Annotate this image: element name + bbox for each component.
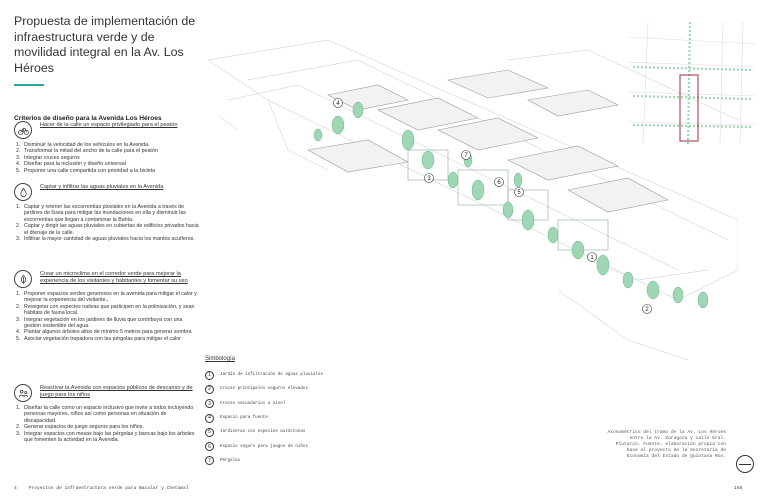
list-item: 3.Infiltrar la mayor cantidad de aguas p… — [16, 236, 195, 243]
footer-text: Proyectos de infraestructura verde para … — [28, 486, 189, 491]
people-icon — [14, 384, 32, 402]
list-item: 5.Asociar vegetación trepadora con las p… — [16, 335, 181, 342]
criterion-2: Captar y infiltrar las aguas pluviales e… — [14, 183, 200, 242]
legend-title: Simbología — [205, 356, 236, 362]
list-item: 2.Generar espacios de juego seguros para… — [16, 424, 144, 431]
criterion-4-title: Reactivar la Avenida con espacios públic… — [40, 385, 193, 398]
page-number-left: 4 — [14, 486, 17, 491]
list-item: 2.Revegetar con especies nativas que par… — [16, 303, 195, 317]
callout-6: 6 — [497, 180, 501, 186]
list-item: 2.Transformar la mitad del ancho de la c… — [16, 148, 158, 155]
list-item: 2.Captar y dirigir las aguas pluviales e… — [16, 223, 199, 236]
page-number-right: 168 — [734, 486, 743, 491]
list-item: 1.Captar y retener las escorrentías pluv… — [16, 204, 186, 223]
title-block: Propuesta de implementación de infraestr… — [14, 14, 200, 122]
bicycle-icon — [14, 121, 32, 139]
criterion-2-list: 1.Captar y retener las escorrentías pluv… — [14, 204, 200, 242]
list-item: 5.Proponer una calle compartida con prio… — [16, 167, 156, 174]
location-map — [628, 22, 756, 144]
list-item: 4.Diseñar para la inclusión y diseño uni… — [16, 161, 126, 168]
axonometric-drawing: 4 7 3 6 5 1 2 — [208, 40, 738, 361]
list-item: 3.Integrar vegetación en los jardines de… — [16, 316, 183, 330]
criterion-1: Hacer de la calle un espacio privilegiad… — [14, 121, 200, 174]
callout-7: 7 — [464, 153, 468, 159]
callout-3: 3 — [427, 176, 431, 182]
page-title: Propuesta de implementación de infraestr… — [14, 14, 196, 75]
callout-2: 2 — [645, 307, 649, 313]
footer: 4 Proyectos de infraestructura verde par… — [14, 486, 189, 491]
north-arrow-icon — [736, 455, 754, 473]
criterion-2-title: Captar y infiltrar las aguas pluviales e… — [40, 184, 164, 190]
list-item: 1.Disminuir la velocidad de los vehículo… — [16, 142, 150, 148]
title-accent-rule — [14, 84, 44, 86]
criterion-3-title: Crear un microclima en el corredor verde… — [40, 271, 188, 284]
criterion-1-title: Hacer de la calle un espacio privilegiad… — [40, 122, 178, 128]
callout-4: 4 — [336, 101, 340, 107]
criterion-3: Crear un microclima en el corredor verde… — [14, 270, 200, 342]
list-item: 1.Diseñar la calle como un espacio inclu… — [16, 405, 194, 424]
list-item: 1.Proponer espacios verdes generosos en … — [16, 291, 197, 304]
criterion-4: Reactivar la Avenida con espacios públic… — [14, 384, 200, 443]
callout-1: 1 — [590, 255, 594, 261]
list-item: 3.Integrar espacios con mesas bajo las p… — [16, 430, 195, 444]
section-subtitle: Criterios de diseño para la Avenida Los … — [14, 115, 162, 122]
list-item: 3.Integrar cruces seguros — [16, 154, 80, 161]
leaf-icon — [14, 270, 32, 288]
water-drop-icon — [14, 183, 32, 201]
callout-5: 5 — [517, 190, 521, 196]
list-item: 4.Plantar algunos árboles altos de mínim… — [16, 329, 192, 336]
criterion-4-list: 1.Diseñar la calle como un espacio inclu… — [14, 405, 200, 443]
criterion-3-list: 1.Proponer espacios verdes generosos en … — [14, 291, 200, 342]
figure-caption: Axonométrico del tramo de la Av. Los Hér… — [607, 430, 726, 459]
criterion-1-list: 1.Disminuir la velocidad de los vehículo… — [14, 142, 200, 174]
